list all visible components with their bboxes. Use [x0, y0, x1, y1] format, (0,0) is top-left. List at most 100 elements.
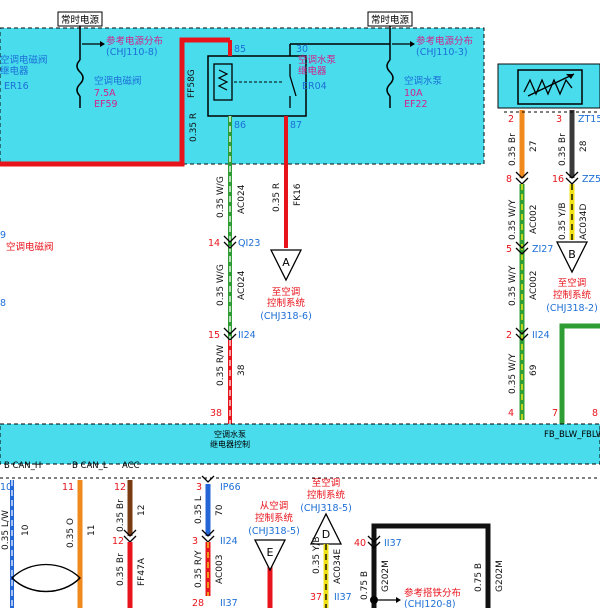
ground-ref-label: 参考搭铁分布	[404, 587, 461, 599]
bottom-pin-28: 28	[192, 598, 204, 608]
right-pin-5: 5	[506, 244, 512, 255]
pump-relay-label-1: 空调水泵	[298, 54, 337, 66]
left-relay-label-2: 继电器	[0, 65, 29, 77]
green-wire-blower	[559, 323, 600, 424]
connector-ii37-a: II37	[220, 598, 238, 608]
connector-ii24-icon	[223, 327, 237, 335]
qi23-pin: 14	[208, 238, 220, 249]
offpage-d-letter: D	[322, 528, 330, 541]
left-fuse-label: 空调电磁阀	[94, 75, 142, 87]
ref-power-left: 参考电源分布	[106, 35, 163, 47]
ecu-can-l: B CAN_L	[72, 461, 108, 471]
right-fuse-rating: 10A	[404, 88, 423, 99]
connector-qi23: QI23	[238, 238, 260, 249]
pump-relay-label-2: 继电器	[298, 65, 327, 77]
bottom-wire-l-code: 70	[215, 504, 225, 516]
wire-38-spec: 0.35 R/W	[216, 345, 226, 386]
right-wire-wy2-code: AC002	[529, 271, 539, 300]
pump-relay-code: ER04	[302, 81, 327, 92]
offpage-e-icon	[253, 539, 287, 572]
offpage-b-icon	[555, 241, 589, 274]
offpage-b-letter: B	[568, 248, 576, 261]
red-wire-ff58g	[0, 37, 230, 167]
bottom-wire-g202m-2: G202M	[495, 560, 505, 592]
offpage-b-label-2: 控制系统	[553, 289, 592, 301]
bottom-wire-g202m: G202M	[381, 560, 391, 592]
right-pin-4: 4	[508, 408, 514, 419]
left-fuse-code: EF59	[94, 99, 118, 110]
offpage-d-label-2: 控制系统	[307, 489, 346, 501]
connector-ii24: II24	[238, 330, 256, 341]
right-wire-wy3-spec: 0.35 W/Y	[508, 353, 518, 394]
ecu-pin-label-1: 空调水泵	[214, 429, 246, 439]
bottom-wire-lw-spec: 0.35 L/W	[1, 510, 11, 550]
wire-86-spec: 0.35 W/G	[216, 176, 226, 218]
left-solenoid-label: 空调电磁阀	[6, 241, 54, 253]
right-fuse-code: EF22	[404, 99, 428, 110]
offpage-e-code: (CHJ318-5)	[248, 526, 300, 537]
ecu-pin-label-2: 继电器控制	[210, 439, 250, 449]
connector-ii37-b: II37	[334, 592, 352, 603]
fuse-icon-right	[386, 59, 394, 97]
right-wire-yb-code: AC034D	[579, 204, 589, 240]
twisted-pair-icon	[11, 563, 81, 593]
right-pin-7: 7	[552, 408, 558, 419]
bottom-wire-ry-spec: 0.35 R/Y	[194, 550, 204, 588]
bottom-wire-o-spec: 0.35 O	[66, 518, 76, 548]
ecu-acc: ACC	[122, 461, 140, 471]
right-wire-wy2-spec: 0.35 W/Y	[508, 265, 518, 306]
offpage-d-code: (CHJ318-5)	[300, 503, 352, 514]
wire-86-code: AC024	[237, 184, 247, 214]
bottom-wire-br-code: 12	[137, 505, 147, 516]
connector-ip66: IP66	[220, 482, 241, 493]
bottom-pin-37: 37	[310, 592, 322, 603]
fuse-icon-left	[76, 59, 84, 97]
bottom-pin-3b: 3	[192, 536, 198, 547]
connector-ii24-bottom: II24	[220, 536, 238, 547]
bottom-wire-l-spec: 0.35 L	[194, 496, 204, 524]
ref-power-right: 参考电源分布	[416, 35, 473, 47]
wire-86b-spec: 0.35 W/G	[216, 264, 226, 306]
left-relay-code: ER16	[4, 81, 29, 92]
bottom-pin-11: 11	[62, 482, 74, 493]
bottom-wire-yb-spec: 0.35 Y/B	[312, 536, 322, 574]
ground-wire	[371, 523, 491, 608]
offpage-a-label-1: 至空调	[272, 286, 301, 298]
offpage-a-label-2: 控制系统	[267, 297, 306, 309]
ii24-pin: 15	[208, 330, 220, 341]
right-pin-8: 8	[506, 174, 512, 185]
bottom-wire-o-code: 11	[87, 525, 97, 536]
pin-87: 87	[290, 120, 302, 131]
offpage-b-label-1: 至空调	[558, 277, 587, 289]
ref-power-right-code: (CHJ110-3)	[416, 47, 468, 58]
right-wire-yb-spec: 0.35 Y/B	[558, 202, 568, 240]
ecu-fb-blw-label: FB_BLW_F	[544, 430, 586, 440]
bottom-wire-075b-spec: 0.75 B	[360, 571, 370, 600]
bottom-pin-3: 3	[196, 482, 202, 493]
splice-icon	[370, 596, 378, 604]
bottom-wire-075b-spec-2: 0.75 B	[474, 563, 484, 592]
right-wire-br2-code: 28	[579, 140, 589, 152]
ecu-blw-label: BLW	[586, 430, 600, 440]
pin-86: 86	[234, 120, 246, 131]
ecu-can-h: B CAN_H	[4, 461, 41, 471]
bottom-pin-40: 40	[354, 538, 366, 549]
right-wire-br2-spec: 0.35 Br	[558, 133, 568, 166]
wire-86b-code: AC024	[237, 270, 247, 300]
ref-power-left-code: (CHJ110-8)	[106, 47, 158, 58]
bottom-pin-12b: 12	[112, 536, 124, 547]
offpage-e-label-2: 控制系统	[255, 512, 294, 524]
bottom-pin-10: 10	[0, 482, 12, 493]
offpage-a-icon	[269, 249, 303, 282]
connector-zz5: ZZ5	[582, 174, 600, 185]
bottom-wire-ry-code: AC003	[215, 555, 225, 584]
wire-code-ff58g: FF58G	[187, 69, 197, 98]
right-pin-2: 2	[508, 114, 514, 125]
connector-qi23-icon	[223, 235, 237, 243]
left-fuse-rating: 7.5A	[94, 88, 116, 99]
offpage-b-code: (CHJ318-2)	[546, 303, 598, 314]
bottom-wire-br-spec: 0.35 Br	[116, 499, 126, 532]
right-wire-br-code: 27	[529, 141, 539, 152]
constant-power-label-left: 常时电源	[61, 14, 100, 26]
